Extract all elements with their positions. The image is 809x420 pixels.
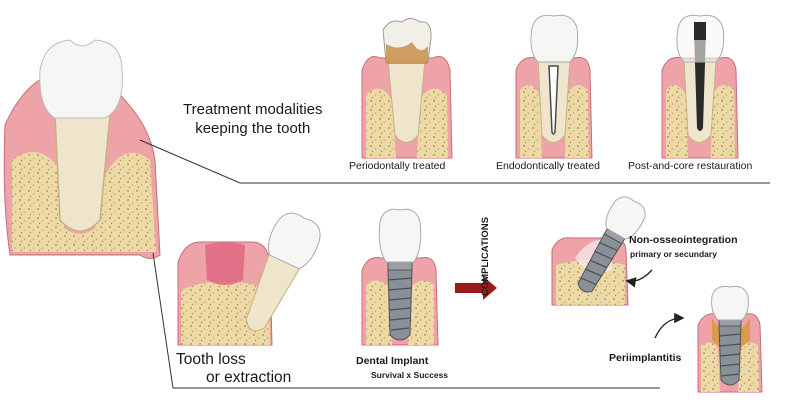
complications-label: COMPLICATIONS: [480, 217, 491, 296]
non-osseo-title: Non-osseointegration: [629, 234, 738, 246]
upper-heading-line1: Treatment modalities: [183, 100, 323, 119]
implant-subtitle: Survival x Success: [371, 370, 448, 380]
endodontic-tooth: [516, 15, 592, 158]
post-core-caption: Post-and-core restauration: [628, 160, 752, 172]
periimplantitis-pointer-arrow: [655, 318, 682, 338]
upper-heading-line2: keeping the tooth: [183, 119, 323, 138]
tooth-loss-line2: or extraction: [206, 368, 291, 387]
implant-title: Dental Implant: [356, 355, 428, 367]
dental-implant: [362, 209, 438, 345]
upper-heading: Treatment modalities keeping the tooth: [183, 100, 323, 138]
endodontic-caption: Endodontically treated: [496, 160, 600, 172]
periodontal-caption: Periodontally treated: [349, 160, 445, 172]
periimplantitis-label: Periimplantitis: [609, 352, 681, 364]
non-osseo-subtitle: primary or secundary: [630, 249, 717, 259]
big-tooth-socket: [4, 40, 160, 259]
periodontal-tooth: [362, 19, 452, 159]
tooth-loss-line1: Tooth loss: [176, 350, 246, 369]
post-core-tooth: [662, 15, 738, 158]
non-osseo-pointer-arrow: [628, 270, 652, 281]
periimplantitis-implant: [698, 286, 762, 392]
